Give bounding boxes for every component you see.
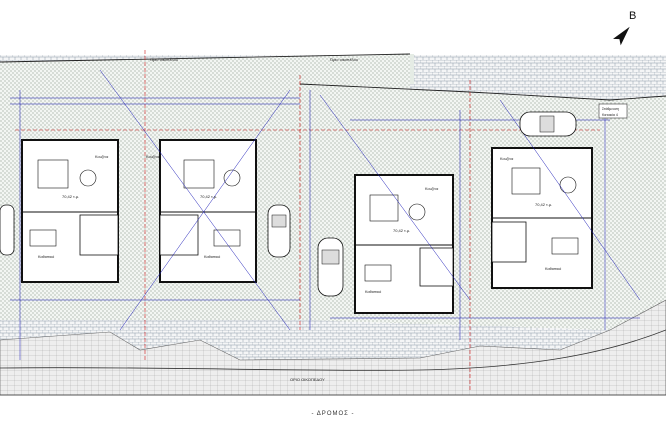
area-label: 70,42 τ.μ.: [535, 202, 552, 207]
neighbour-plot: [410, 54, 414, 84]
room-label: Κουζίνα: [425, 187, 439, 191]
room-label: Καθιστικό: [365, 290, 381, 294]
room-label: Καθιστικό: [204, 255, 220, 259]
curb-line: [0, 329, 666, 371]
house-1: [21, 139, 119, 283]
room-label: Κουζίνα: [146, 155, 160, 159]
room-label: Καθιστικό: [38, 255, 54, 259]
room-label: Καθιστικό: [545, 267, 561, 271]
car-right: [519, 111, 577, 137]
house-2: [159, 139, 257, 283]
lower-boundary-label: ΟΡΙΟ ΟΙΚΟΠΕΔΟΥ: [290, 377, 325, 382]
car-middle-2: [317, 237, 344, 297]
area-label: 70,42 τ.μ.: [393, 228, 410, 233]
parking-sign-box: [598, 103, 628, 119]
road-label: - ΔΡΟΜΟΣ -: [311, 411, 355, 417]
front-pavement: [0, 299, 666, 396]
room-label: Κουζίνα: [500, 157, 514, 161]
car-left: [0, 204, 15, 256]
north-arrow-icon: [613, 26, 630, 46]
parking-label: Στάθμευση: [602, 107, 619, 111]
dimension-lines: [10, 69, 641, 360]
car-middle-1: [267, 204, 291, 258]
parking-label: Κατοικία 4: [602, 113, 618, 117]
plot-label-right: Όριο οικοπέδου: [329, 57, 358, 62]
plot-boundary: [0, 53, 666, 101]
north-label: B: [629, 10, 637, 22]
room-label: Κουζίνα: [95, 155, 109, 159]
area-label: 70,42 τ.μ.: [62, 194, 79, 199]
area-label: 70,42 τ.μ.: [200, 194, 217, 199]
plot-label-left: Όριο οικοπέδου: [149, 57, 178, 62]
house-4: [491, 147, 593, 289]
red-axis-lines: [15, 50, 600, 390]
